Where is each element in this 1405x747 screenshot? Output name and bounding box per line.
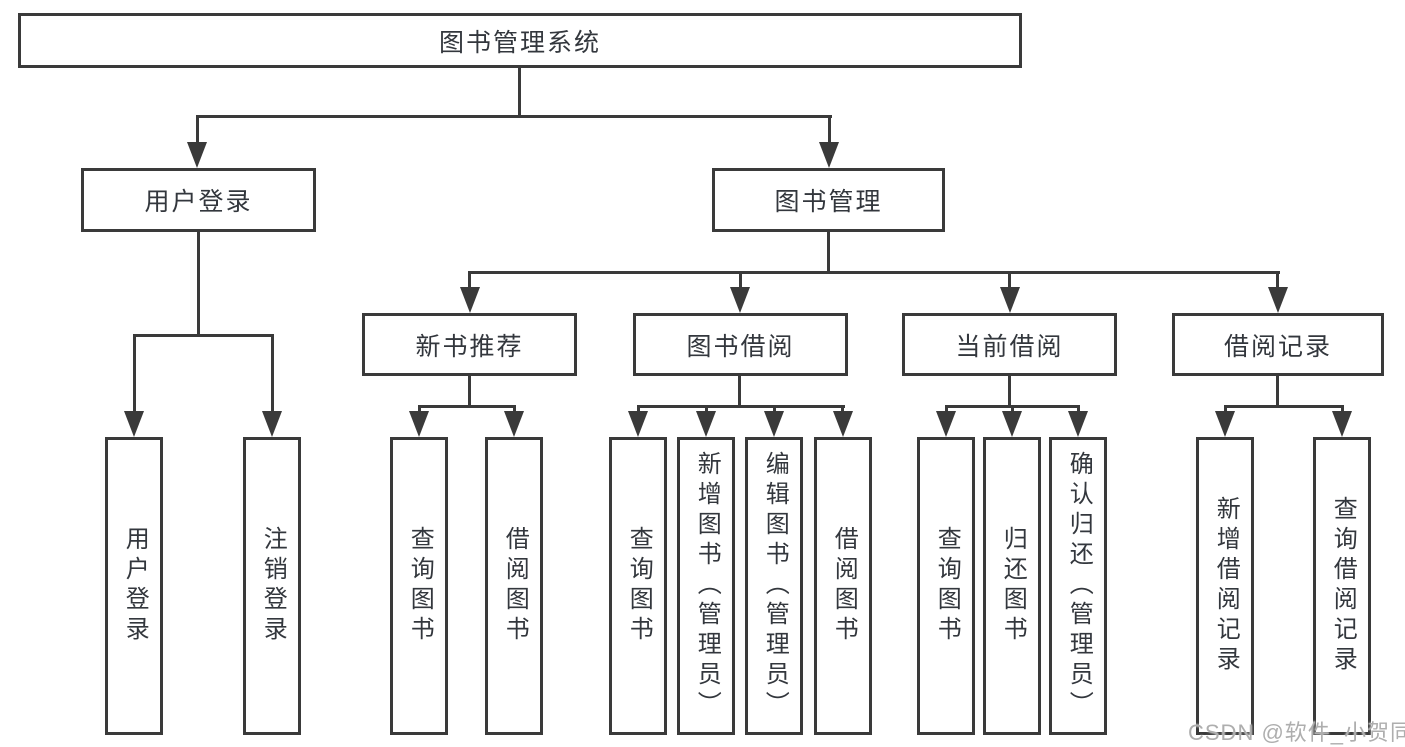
arrowhead-down-icon — [409, 411, 429, 437]
arrowhead-down-icon — [1002, 411, 1022, 437]
arrowhead-down-icon — [730, 287, 750, 313]
leaf-current-return-books: 归还图书 — [983, 437, 1041, 735]
node-book-borrow-label: 图书借阅 — [686, 332, 795, 361]
arrowhead-down-icon — [1268, 287, 1288, 313]
arrowhead-down-icon — [504, 411, 524, 437]
arrowhead-down-icon — [124, 411, 144, 437]
connector-user-login-crossbar — [133, 334, 274, 337]
arrowhead-down-icon — [1215, 411, 1235, 437]
connector-book-borrow-trunk — [738, 376, 741, 408]
arrowhead-down-icon — [262, 411, 282, 437]
connector-to-current-borrow — [1008, 271, 1011, 291]
leaf-user-login: 用户登录 — [105, 437, 163, 735]
node-root: 图书管理系统 — [18, 13, 1022, 68]
connector-to-leaf-user-login — [133, 334, 136, 414]
node-new-book-recommend: 新书推荐 — [362, 313, 577, 376]
connector-borrow-records-crossbar — [1224, 405, 1344, 408]
connector-drop — [773, 405, 776, 413]
connector-current-borrow-trunk — [1008, 376, 1011, 408]
connector-to-book-borrow — [739, 271, 742, 291]
arrowhead-down-icon — [1000, 287, 1020, 313]
connector-drop — [841, 405, 844, 413]
leaf-logout: 注销登录 — [243, 437, 301, 735]
leaf-newbook-query-books: 查询图书 — [390, 437, 448, 735]
connector-root-crossbar — [196, 115, 832, 118]
arrowhead-down-icon — [696, 411, 716, 437]
connector-drop — [705, 405, 708, 413]
node-root-label: 图书管理系统 — [438, 28, 601, 57]
leaf-borrow-query-books: 查询图书 — [609, 437, 667, 735]
leaf-borrow-add-books-admin-label: 新增图书（管理员） — [693, 451, 721, 721]
connector-user-login-trunk — [197, 232, 200, 337]
connector-book-management-crossbar — [468, 271, 1280, 274]
connector-drop — [418, 405, 421, 413]
connector-drop — [945, 405, 948, 413]
arrowhead-down-icon — [819, 142, 839, 168]
node-book-borrow: 图书借阅 — [633, 313, 848, 376]
connector-book-management-trunk — [827, 232, 830, 274]
node-book-management: 图书管理 — [712, 168, 945, 232]
leaf-records-add-record: 新增借阅记录 — [1196, 437, 1254, 735]
leaf-current-query-books-label: 查询图书 — [933, 526, 961, 646]
connector-drop — [1011, 405, 1014, 413]
node-current-borrow-label: 当前借阅 — [955, 332, 1064, 361]
leaf-borrow-borrow-books: 借阅图书 — [814, 437, 872, 735]
connector-to-leaf-logout — [271, 334, 274, 414]
connector-to-borrow-records — [1276, 271, 1279, 291]
leaf-borrow-borrow-books-label: 借阅图书 — [830, 526, 858, 646]
leaf-newbook-borrow-books: 借阅图书 — [485, 437, 543, 735]
leaf-logout-label: 注销登录 — [259, 526, 287, 646]
leaf-current-confirm-return-admin: 确认归还（管理员） — [1049, 437, 1107, 735]
leaf-user-login-label: 用户登录 — [121, 526, 149, 646]
leaf-borrow-query-books-label: 查询图书 — [625, 526, 653, 646]
leaf-newbook-borrow-books-label: 借阅图书 — [501, 526, 529, 646]
node-borrow-records: 借阅记录 — [1172, 313, 1384, 376]
leaf-borrow-edit-books-admin: 编辑图书（管理员） — [745, 437, 803, 735]
connector-new-book-crossbar — [418, 405, 516, 408]
leaf-records-add-record-label: 新增借阅记录 — [1212, 496, 1240, 676]
csdn-watermark: CSDN @软件_小贺同学 — [1188, 720, 1405, 745]
leaf-current-query-books: 查询图书 — [917, 437, 975, 735]
node-new-book-recommend-label: 新书推荐 — [415, 332, 524, 361]
connector-drop — [513, 405, 516, 413]
leaf-borrow-add-books-admin: 新增图书（管理员） — [677, 437, 735, 735]
connector-root-to-book-management — [828, 115, 831, 145]
connector-drop — [637, 405, 640, 413]
arrowhead-down-icon — [1332, 411, 1352, 437]
arrowhead-down-icon — [936, 411, 956, 437]
connector-root-trunk — [518, 68, 521, 118]
arrowhead-down-icon — [764, 411, 784, 437]
leaf-records-query-record-label: 查询借阅记录 — [1329, 496, 1357, 676]
connector-borrow-records-trunk — [1276, 376, 1279, 408]
connector-drop — [1224, 405, 1227, 413]
arrowhead-down-icon — [833, 411, 853, 437]
connector-drop — [1341, 405, 1344, 413]
leaf-borrow-edit-books-admin-label: 编辑图书（管理员） — [761, 451, 789, 721]
arrowhead-down-icon — [460, 287, 480, 313]
node-user-login: 用户登录 — [81, 168, 316, 232]
arrowhead-down-icon — [187, 142, 207, 168]
connector-new-book-trunk — [468, 376, 471, 408]
connector-book-borrow-crossbar — [637, 405, 845, 408]
leaf-newbook-query-books-label: 查询图书 — [406, 526, 434, 646]
connector-drop — [1077, 405, 1080, 413]
leaf-current-confirm-return-admin-label: 确认归还（管理员） — [1065, 451, 1093, 721]
leaf-current-return-books-label: 归还图书 — [999, 526, 1027, 646]
leaf-records-query-record: 查询借阅记录 — [1313, 437, 1371, 735]
node-current-borrow: 当前借阅 — [902, 313, 1117, 376]
node-book-management-label: 图书管理 — [774, 188, 883, 216]
connector-to-new-book-recommend — [468, 271, 471, 291]
node-user-login-label: 用户登录 — [144, 188, 253, 216]
node-borrow-records-label: 借阅记录 — [1223, 332, 1332, 361]
arrowhead-down-icon — [1068, 411, 1088, 437]
arrowhead-down-icon — [628, 411, 648, 437]
connector-root-to-user-login — [196, 115, 199, 145]
